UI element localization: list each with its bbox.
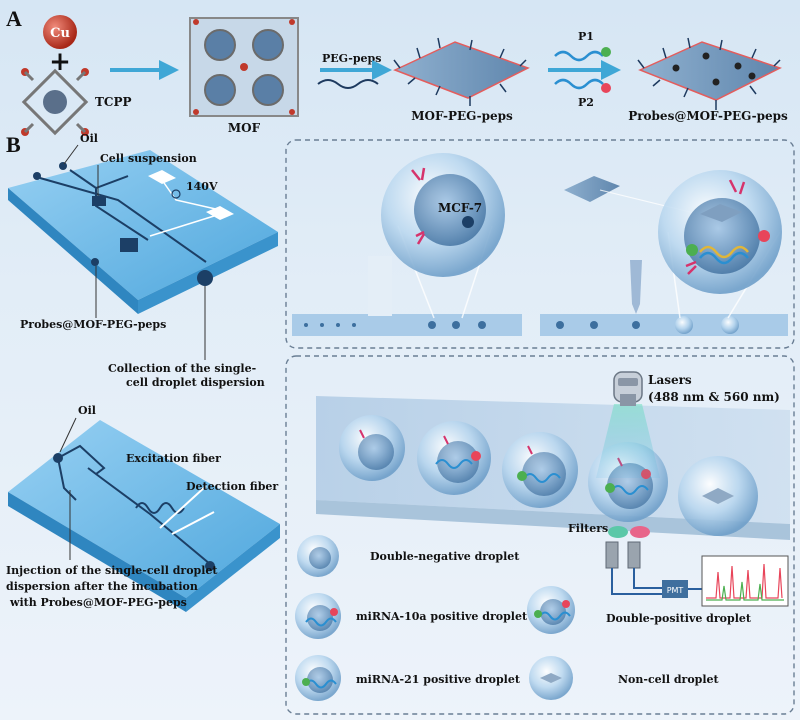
pmt-box	[662, 580, 688, 598]
probe-loaded-droplet	[564, 170, 782, 294]
legend-mirna21-label: miRNA-21 positive droplet	[356, 673, 521, 686]
optical-filters	[605, 526, 662, 595]
p1-label: P1	[578, 30, 594, 43]
mcf7-droplet	[381, 153, 505, 277]
filters-label: Filters	[568, 522, 608, 535]
legend-non-cell	[529, 656, 573, 700]
mof-peg-peps-label: MOF-PEG-peps	[411, 109, 513, 123]
channel-droplets	[339, 415, 758, 536]
detection-panel	[285, 355, 795, 715]
p1-fluorophore-icon	[601, 47, 611, 57]
peg-chain-icon	[317, 79, 379, 89]
legend-mirna10a-label: miRNA-10a positive droplet	[356, 610, 528, 623]
panel-b-letter: B	[6, 132, 21, 157]
laser-source-icon	[596, 371, 660, 478]
legend-non-cell-label: Non-cell droplet	[618, 673, 720, 686]
tcpp-label: TCPP	[95, 95, 132, 109]
mof-label: MOF	[228, 121, 261, 135]
lasers-line2: (488 nm & 560 nm)	[648, 390, 780, 404]
legend-mirna10a	[295, 593, 341, 639]
cell-suspension-label: Cell suspension	[100, 152, 197, 165]
probes-mof-label: Probes@MOF-PEG-peps	[628, 109, 788, 123]
injection-line2: dispersion after the incubation	[6, 580, 198, 593]
legend-double-negative	[297, 535, 339, 577]
lasers-line1: Lasers	[648, 373, 692, 387]
peg-peps-label: PEG-peps	[322, 52, 381, 65]
mof-peg-sheet	[393, 37, 530, 106]
legend-mirna21	[295, 655, 341, 701]
p2-probe-strand	[554, 78, 604, 90]
chip1-oil-label: Oil	[80, 132, 98, 145]
encapsulation-panel	[285, 139, 795, 349]
tcpp-molecule	[21, 68, 89, 136]
probes-mof-sheet	[637, 37, 782, 110]
pmt-label: PMT	[667, 586, 684, 595]
p1-probe-strand	[554, 50, 604, 62]
chip1-oil-pointer	[63, 144, 79, 165]
legend-double-negative-label: Double-negative droplet	[370, 550, 520, 563]
probes-inlet-label: Probes@MOF-PEG-peps	[20, 318, 166, 331]
droplet-generation-chip	[8, 150, 278, 314]
cu-label: Cu	[50, 26, 70, 41]
p2-label: P2	[578, 96, 594, 109]
panel-a-letter: A	[6, 6, 22, 31]
collection-line2: cell droplet dispersion	[126, 376, 265, 389]
excitation-fiber-label: Excitation fiber	[126, 452, 221, 465]
collection-line1: Collection of the single-	[108, 362, 256, 375]
p2-fluorophore-icon	[601, 83, 611, 93]
cu-ion: Cu	[43, 15, 77, 49]
signal-trace-panel	[701, 555, 789, 607]
mof-framework	[189, 17, 299, 117]
mcf7-label: MCF-7	[438, 201, 482, 215]
chip2-oil-pointer	[59, 417, 77, 453]
detection-chip	[8, 420, 280, 612]
detection-fiber-label: Detection fiber	[186, 480, 278, 493]
legend-double-positive-label: Double-positive droplet	[606, 612, 752, 625]
injection-line3: with Probes@MOF-PEG-peps	[9, 596, 187, 609]
chip2-oil-label: Oil	[78, 404, 96, 417]
injection-line1: Injection of the single-cell droplet	[6, 564, 218, 577]
voltage-label: 140V	[186, 180, 218, 193]
legend-double-positive	[527, 586, 575, 634]
